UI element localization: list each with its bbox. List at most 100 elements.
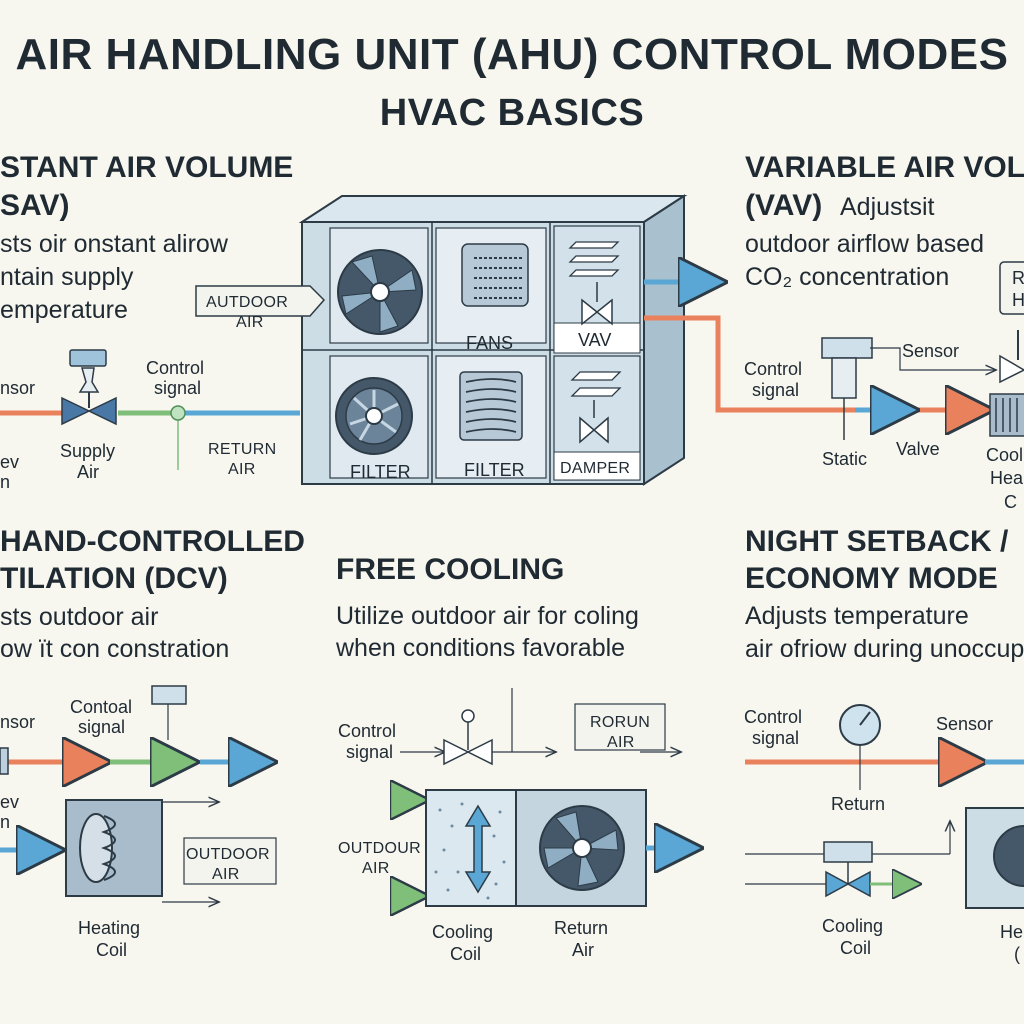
night-edge-label-2: ( — [1014, 944, 1020, 964]
free-desc-2: when conditions favorable — [336, 634, 626, 662]
cav-control-label-1: Control — [146, 358, 205, 378]
free-heading: FREE COOLING — [336, 553, 565, 586]
ahu-return-duct — [644, 315, 980, 413]
vav-heading-1: VARIABLE AIR VOLU — [745, 151, 1024, 184]
page-subtitle: HVAC BASICS — [379, 92, 645, 134]
night-fan-icon — [993, 825, 1024, 887]
night-heading-1: NIGHT SETBACK / — [745, 525, 1009, 558]
cav-valve-icon — [61, 349, 117, 426]
night-diagram — [745, 704, 1024, 909]
free-cooling-label-1: Cooling — [432, 922, 494, 942]
vav-corner-label-1: R — [1012, 268, 1024, 288]
vav-cooli-label-2: Hea — [990, 468, 1024, 488]
dcv-heating-label-2: Coil — [96, 940, 128, 960]
free-fan-icon — [539, 805, 625, 891]
night-return-label: Return — [831, 794, 886, 814]
dcv-sensor-icon — [151, 685, 187, 705]
free-desc-1: Utilize outdoor air for coling — [336, 602, 639, 630]
vav-control-label-1: Control — [744, 359, 803, 379]
free-return-label-2: Air — [572, 940, 594, 960]
dcv-heading-2: TILATION (DCV) — [0, 562, 228, 595]
cav-edge-label-1: ev — [0, 452, 20, 472]
dcv-sensor-label: nsor — [0, 712, 36, 732]
ahu-unit — [298, 194, 688, 486]
vav-corner-label-2: H — [1012, 290, 1024, 310]
dcv-diagram — [0, 685, 276, 902]
dcv-heating-label-1: Heating — [78, 918, 141, 938]
free-valve-icon — [443, 709, 493, 766]
dcv-edge-label-1: ev — [0, 792, 20, 812]
night-control-label-2: signal — [752, 728, 800, 748]
night-cooling-label-2: Coil — [840, 938, 872, 958]
cav-supply-label-1: Supply — [60, 441, 116, 461]
cav-sensor-node-icon — [170, 405, 186, 421]
night-edge-label-1: He — [1000, 922, 1024, 942]
filter-panel-icon — [459, 371, 523, 441]
cav-return-label-1: RETURN — [208, 441, 277, 458]
return-air-box — [574, 703, 666, 751]
dcv-control-label-2: signal — [78, 717, 126, 737]
cav-desc-3: emperature — [0, 296, 128, 324]
vav-cooli-label-3: C — [1004, 492, 1017, 512]
vav-valve-icon — [999, 354, 1024, 384]
free-cooling-diagram — [390, 688, 694, 906]
cav-diagram — [0, 349, 300, 470]
dcv-outdoor-label-2: AIR — [212, 866, 240, 883]
dcv-desc-1: sts outdoor air — [0, 603, 159, 631]
night-valve-icon — [825, 862, 871, 898]
vav-heading-2: (VAV) — [745, 189, 823, 222]
ahu-filter-mid-label: FILTER — [464, 460, 525, 480]
ahu-damper-label: DAMPER — [560, 460, 631, 477]
night-cooling-label-1: Cooling — [822, 916, 884, 936]
dcv-outdoor-label-1: OUTDOOR — [186, 846, 270, 863]
updown-arrow-icon — [464, 804, 492, 894]
free-cooling-label-2: Coil — [450, 944, 482, 964]
free-return-label-1: Return — [554, 918, 609, 938]
vav-desc-1: outdoor airflow based — [745, 230, 985, 258]
cav-heading-2: SAV) — [0, 189, 70, 222]
night-desc-1: Adjusts temperature — [745, 602, 969, 630]
cav-control-label-2: signal — [154, 378, 202, 398]
fan-icon — [337, 249, 423, 335]
vav-heading-2b: Adjustsit — [840, 193, 935, 221]
night-control-label-1: Control — [744, 707, 803, 727]
cav-edge-label-2: n — [0, 472, 11, 492]
vav-static-label: Static — [822, 449, 868, 469]
ahu-fans-label: FANS — [466, 333, 514, 353]
cav-desc-2: ntain supply — [0, 263, 134, 291]
ahu-outdoor-label-2: AIR — [236, 314, 264, 331]
cav-supply-label-2: Air — [77, 462, 99, 482]
gauge-icon — [839, 704, 881, 790]
cav-desc-1: sts oir onstant alirow — [0, 230, 228, 258]
fans-panel-icon — [461, 243, 529, 307]
damper-icon — [570, 371, 622, 444]
cooling-coil-icon — [425, 789, 517, 907]
night-heading-2: ECONOMY MODE — [745, 562, 998, 595]
free-outdoor-label-2: AIR — [362, 860, 390, 877]
free-return-box-label-1: RORUN — [590, 714, 651, 731]
vav-control-label-2: signal — [752, 380, 800, 400]
vav-desc-2: CO₂ concentration — [745, 263, 950, 291]
free-outdoor-label-1: OUTDOUR — [338, 840, 421, 857]
filter-fan-icon — [335, 377, 413, 455]
free-control-label-1: Control — [338, 721, 397, 741]
cav-heading-1: STANT AIR VOLUME — [0, 151, 294, 184]
cav-return-label-2: AIR — [228, 461, 256, 478]
dcv-control-label-1: Contoal — [70, 697, 133, 717]
vav-sensor-label: Sensor — [902, 341, 960, 361]
night-desc-2: air ofriow during unoccup — [745, 635, 1024, 663]
night-sensor-label: Sensor — [936, 714, 994, 734]
night-sensor-icon — [823, 841, 873, 863]
cav-sensor-label: nsor — [0, 378, 36, 398]
page-title: AIR HANDLING UNIT (AHU) CONTROL MODES — [15, 30, 1009, 79]
vav-cooli-label-1: Cooli — [986, 445, 1024, 465]
free-return-box-label-2: AIR — [607, 734, 635, 751]
dcv-edge-label-2: n — [0, 812, 11, 832]
ahu-outdoor-label-1: AUTDOOR — [206, 294, 289, 311]
static-sensor-icon — [821, 337, 873, 359]
ahu-vav-label: VAV — [578, 330, 612, 350]
outdoor-air-tag — [195, 285, 326, 317]
ahu-filter-left-label: FILTER — [350, 462, 411, 482]
vav-diagram — [718, 261, 1024, 440]
dcv-desc-2: ow ït con constration — [0, 635, 230, 663]
